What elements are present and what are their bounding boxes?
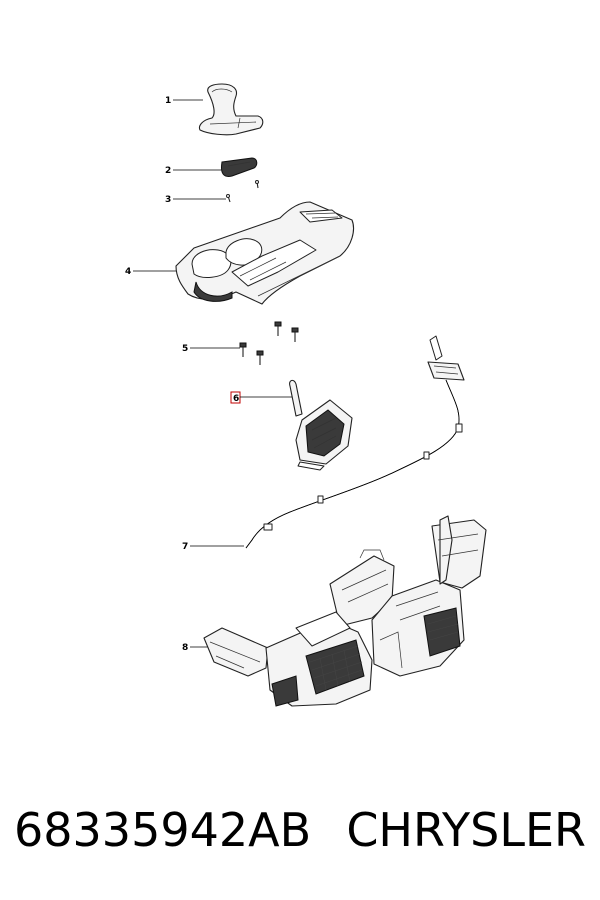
callout-label-7: 7 [182,542,188,552]
callout-label-3: 3 [165,195,171,205]
part-clip-screws [226,180,259,203]
part-bolts [239,321,299,365]
part-console-bezel [175,201,355,305]
callout-6: 6 [230,391,292,404]
callout-label-1: 1 [165,96,171,106]
callout-5: 5 [182,344,240,354]
callout-label-6: 6 [233,394,239,404]
part-shifter-bezel [221,157,258,177]
part-number: 68335942AB [14,803,312,857]
callout-2: 2 [165,166,226,176]
part-shifter-assembly [289,379,353,471]
callout-label-2: 2 [165,166,171,176]
callout-label-5: 5 [182,344,188,354]
callout-label-8: 8 [182,643,188,653]
footer: 68335942AB CHRYSLER [0,795,600,865]
callout-label-4: 4 [125,267,131,277]
part-shift-cable [245,335,465,549]
part-shift-knob [198,83,264,136]
callout-1: 1 [165,96,203,106]
part-console-base [203,515,487,707]
callout-7: 7 [182,542,244,552]
brand-name: CHRYSLER [346,803,586,857]
exploded-parts-diagram: 1 2 3 4 [125,83,487,707]
callout-3: 3 [165,195,226,205]
